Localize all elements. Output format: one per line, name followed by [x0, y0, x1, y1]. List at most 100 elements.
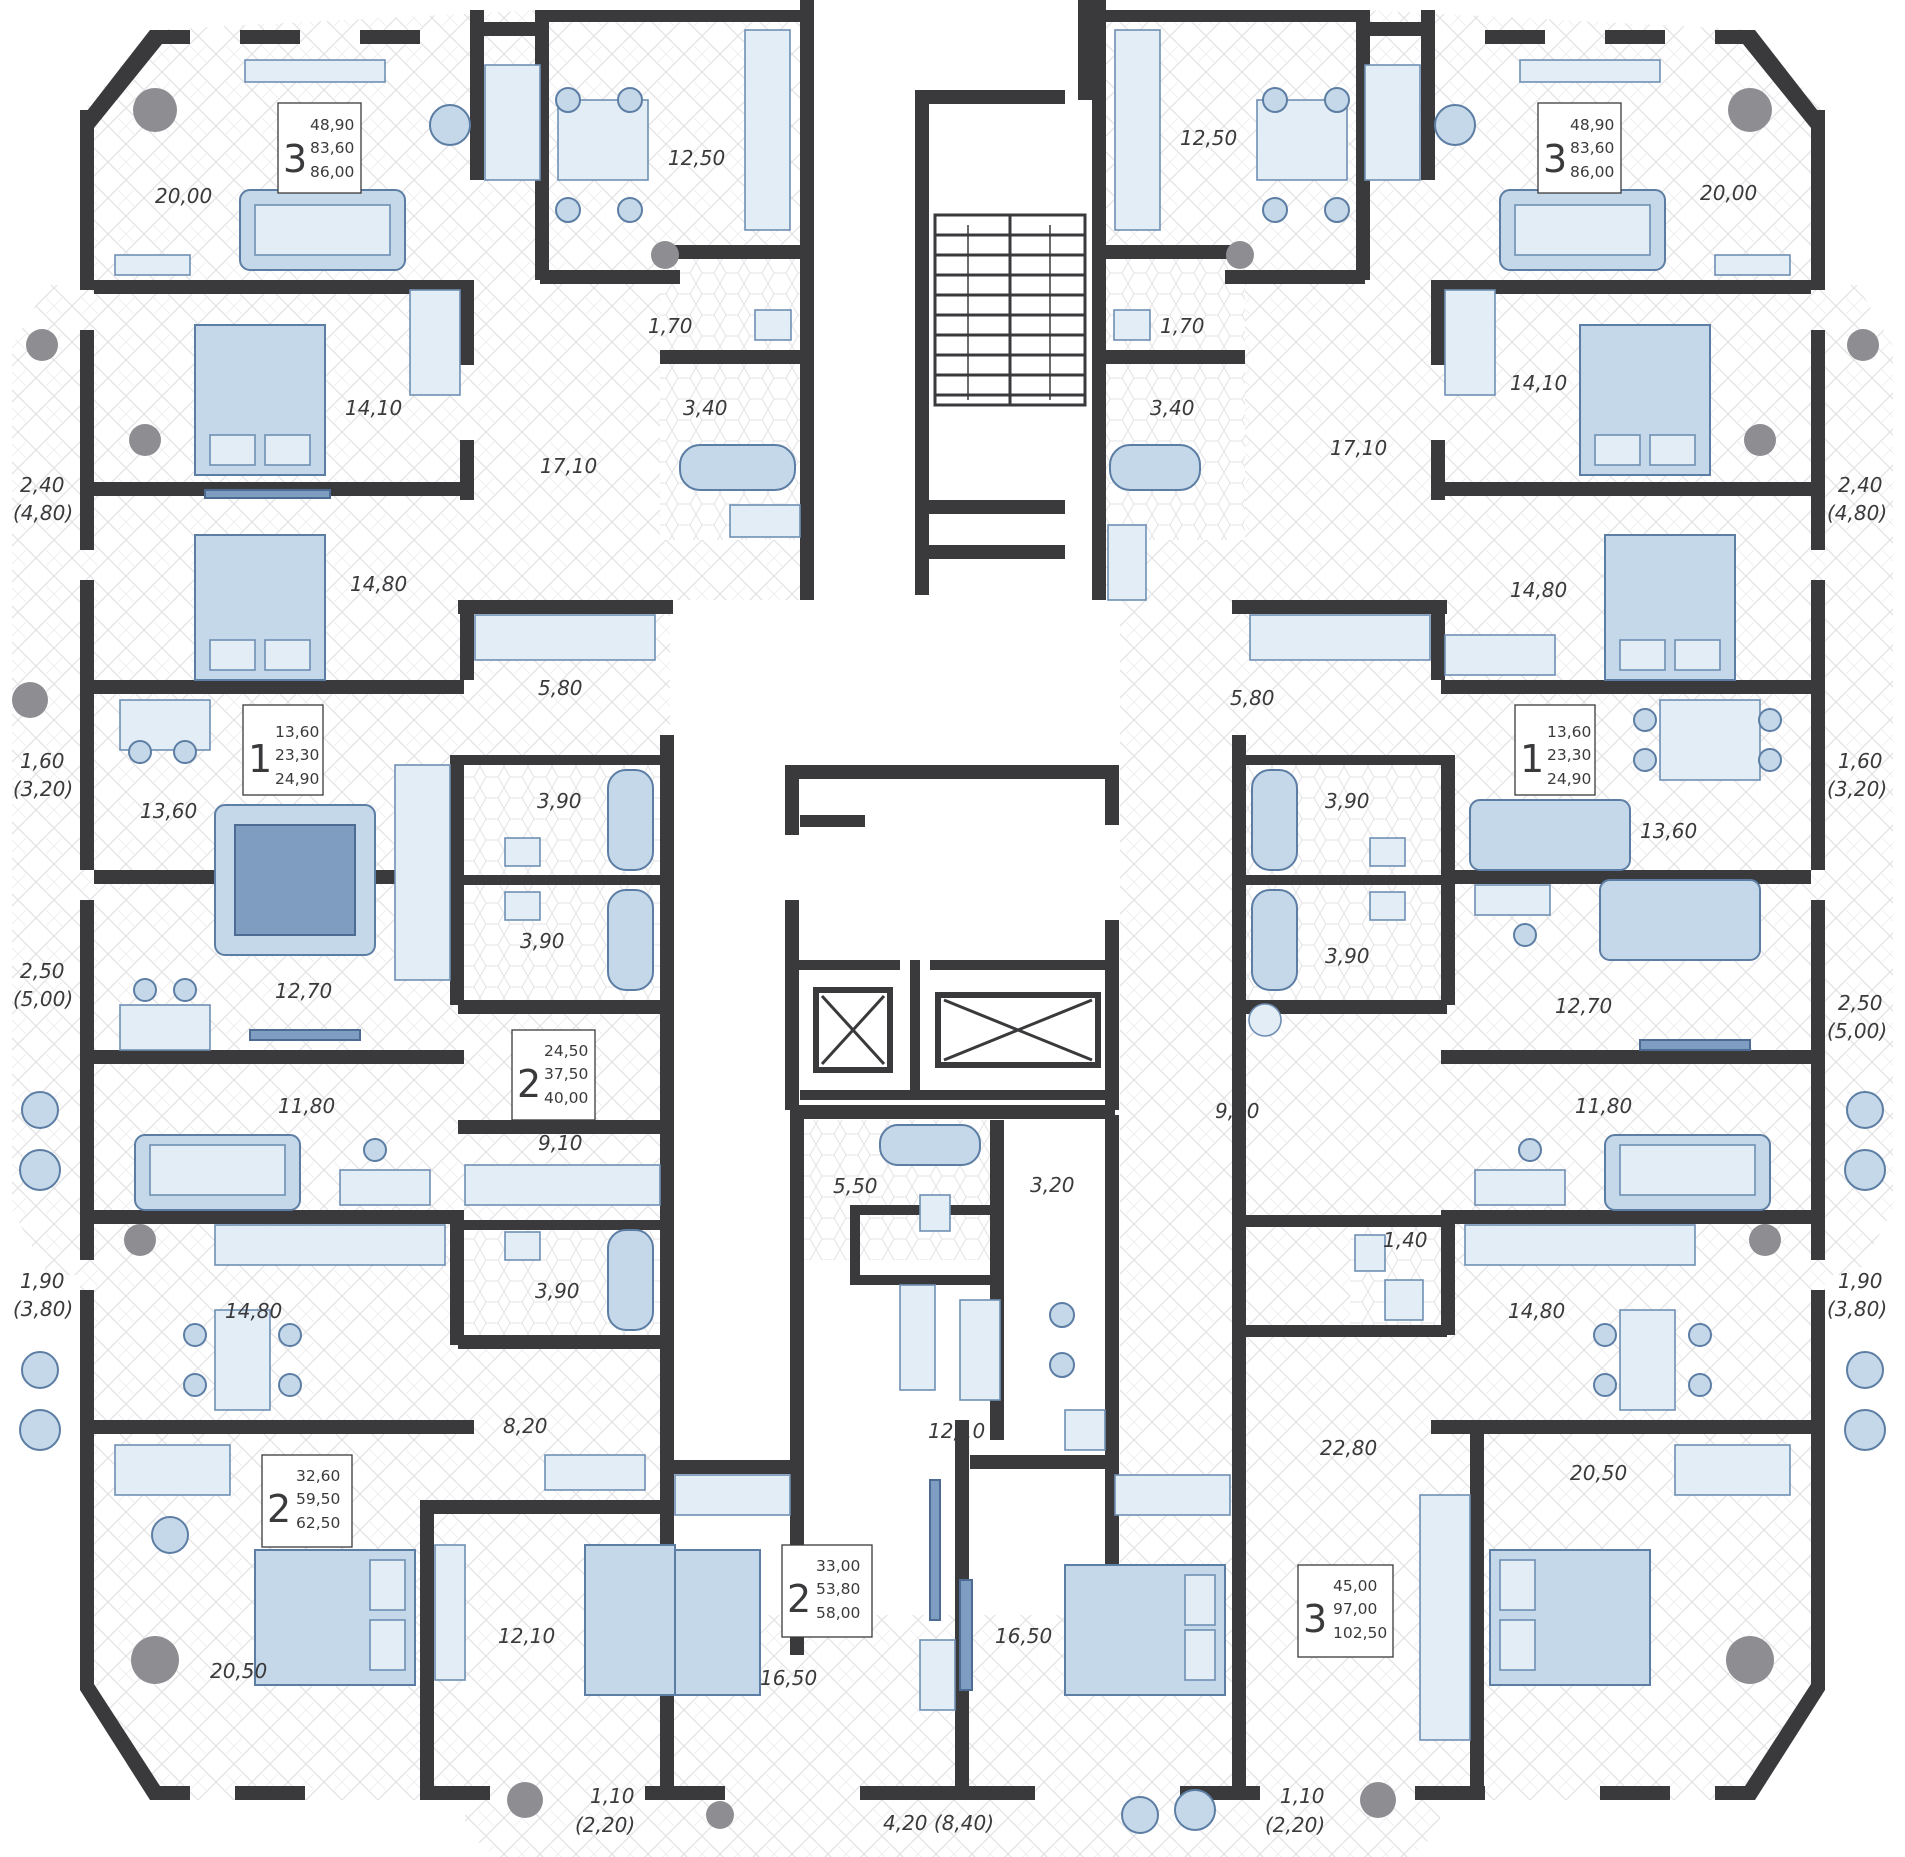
desk-icon — [919, 1639, 956, 1711]
room-area-label: 9,10 — [538, 1131, 583, 1155]
room-area-label: 12,70 — [1555, 994, 1612, 1018]
lounge-chair-icon — [1846, 1351, 1884, 1389]
room-area-label: 3,90 — [535, 1279, 580, 1303]
room-area-label: 16,50 — [760, 1666, 817, 1690]
room-area-label: 11,80 — [1575, 1094, 1632, 1118]
plant-icon — [133, 88, 177, 132]
sofa-icon — [674, 1549, 761, 1696]
tv-icon — [1519, 59, 1661, 83]
balcony-area-label: 2,50 — [20, 959, 65, 983]
wardrobe-icon — [899, 1284, 936, 1391]
room-area-label: 17,10 — [540, 454, 597, 478]
balcony-area-paren: (2,20) — [1265, 1813, 1325, 1837]
lounge-chair-icon — [21, 1351, 59, 1389]
walls — [80, 0, 1825, 1800]
room-area-label: 16,50 — [995, 1624, 1052, 1648]
plant-icon — [1728, 88, 1772, 132]
wardrobe-icon — [409, 289, 461, 396]
apartment-card: 2 24,50 37,50 40,00 — [511, 1029, 596, 1121]
lounge-chair-icon — [1174, 1789, 1216, 1831]
svg-text:83,60: 83,60 — [310, 139, 354, 157]
svg-text:13,60: 13,60 — [1547, 723, 1591, 741]
lounge-chair-icon — [1846, 1091, 1884, 1129]
room-area-label: 3,20 — [1030, 1173, 1075, 1197]
lounge-chair-icon — [19, 1409, 61, 1451]
room-labels: 20,00 12,50 1,70 3,40 14,10 17,10 14,80 … — [140, 126, 1757, 1690]
plant-icon — [124, 1224, 156, 1256]
wardrobe-icon — [1444, 289, 1496, 396]
balcony-right-mid — [1823, 660, 1893, 860]
wardrobe-icon — [1419, 1494, 1471, 1741]
room-area-label: 14,80 — [225, 1299, 282, 1323]
bathtub-icon — [1109, 444, 1201, 491]
balcony-left-lower — [12, 860, 82, 1275]
plant-icon — [26, 329, 58, 361]
room-area-label: 14,80 — [1508, 1299, 1565, 1323]
apartment-cards: 3 48,90 83,60 86,00 3 48,90 83,60 86,00 … — [242, 102, 1622, 1658]
desk-icon — [339, 1169, 431, 1206]
toilet-icon — [754, 309, 792, 341]
svg-text:24,90: 24,90 — [275, 770, 319, 788]
lounge-chair-icon — [19, 1149, 61, 1191]
tv-icon — [959, 1579, 973, 1691]
bathtub-icon — [679, 444, 796, 491]
room-area-label: 20,00 — [155, 184, 212, 208]
svg-text:40,00: 40,00 — [544, 1089, 588, 1107]
wardrobe-icon — [674, 1474, 791, 1516]
plant-icon — [1360, 1782, 1396, 1818]
room-area-label: 12,50 — [668, 146, 725, 170]
toilet-icon — [504, 837, 541, 867]
svg-text:48,90: 48,90 — [1570, 116, 1614, 134]
room-area-label: 22,80 — [1320, 1436, 1377, 1460]
plant-icon — [1749, 1224, 1781, 1256]
room-area-label: 12,10 — [928, 1419, 985, 1443]
desk-icon — [1474, 884, 1551, 916]
svg-text:2: 2 — [787, 1577, 811, 1621]
svg-text:2: 2 — [517, 1062, 541, 1106]
room-area-label: 5,80 — [1230, 686, 1275, 710]
apartment-card: 3 48,90 83,60 86,00 — [1537, 102, 1622, 194]
stairs-icon — [933, 213, 1087, 407]
svg-text:32,60: 32,60 — [296, 1467, 340, 1485]
lounge-chair-icon — [151, 1516, 189, 1554]
toilet-icon — [919, 1194, 951, 1232]
svg-text:1: 1 — [1520, 737, 1544, 781]
sofa-icon — [1469, 799, 1631, 871]
toilet-icon — [1354, 1234, 1386, 1272]
toilet-icon — [1369, 837, 1406, 867]
apartment-card: 2 32,60 59,50 62,50 — [261, 1454, 353, 1548]
balcony-right-lower — [1823, 860, 1893, 1275]
elevator-icon — [813, 987, 1101, 1073]
apartment-card: 1 13,60 23,30 24,90 — [1514, 704, 1596, 796]
piano-icon — [484, 64, 541, 181]
dining-table-icon — [214, 1309, 271, 1411]
tv-icon — [1639, 1039, 1751, 1051]
bathtub-icon — [879, 1124, 981, 1166]
tv-icon — [434, 1544, 466, 1681]
plant-icon — [507, 1782, 543, 1818]
balcony-labels: 2,40 (4,80) 1,60 (3,20) 2,50 (5,00) 1,90… — [13, 473, 1887, 1837]
stove-icon — [744, 29, 791, 231]
balcony-right-upper — [1823, 285, 1893, 660]
balcony-area-paren: (4,80) — [13, 501, 73, 525]
svg-text:45,00: 45,00 — [1333, 1577, 1377, 1595]
piano-icon — [1674, 1444, 1791, 1496]
balcony-area-paren: (2,20) — [575, 1813, 635, 1837]
sink-icon — [729, 504, 801, 538]
svg-text:24,90: 24,90 — [1547, 770, 1591, 788]
balcony-area-paren: (5,00) — [1827, 1019, 1887, 1043]
room-area-label: 14,80 — [1510, 578, 1567, 602]
svg-text:37,50: 37,50 — [544, 1065, 588, 1083]
room-area-label: 3,90 — [537, 789, 582, 813]
svg-text:3: 3 — [1543, 137, 1567, 181]
balcony-area-paren: (3,20) — [13, 777, 73, 801]
room-area-label: 5,50 — [833, 1174, 878, 1198]
bathtub-icon — [607, 769, 654, 871]
plant-icon — [651, 241, 679, 269]
balcony-area-label: 1,10 — [1280, 1784, 1325, 1808]
plant-icon — [12, 682, 48, 718]
balcony-area-label: 2,40 — [1838, 473, 1883, 497]
stove-icon — [214, 1224, 446, 1266]
balcony-area-paren: (3,80) — [13, 1297, 73, 1321]
